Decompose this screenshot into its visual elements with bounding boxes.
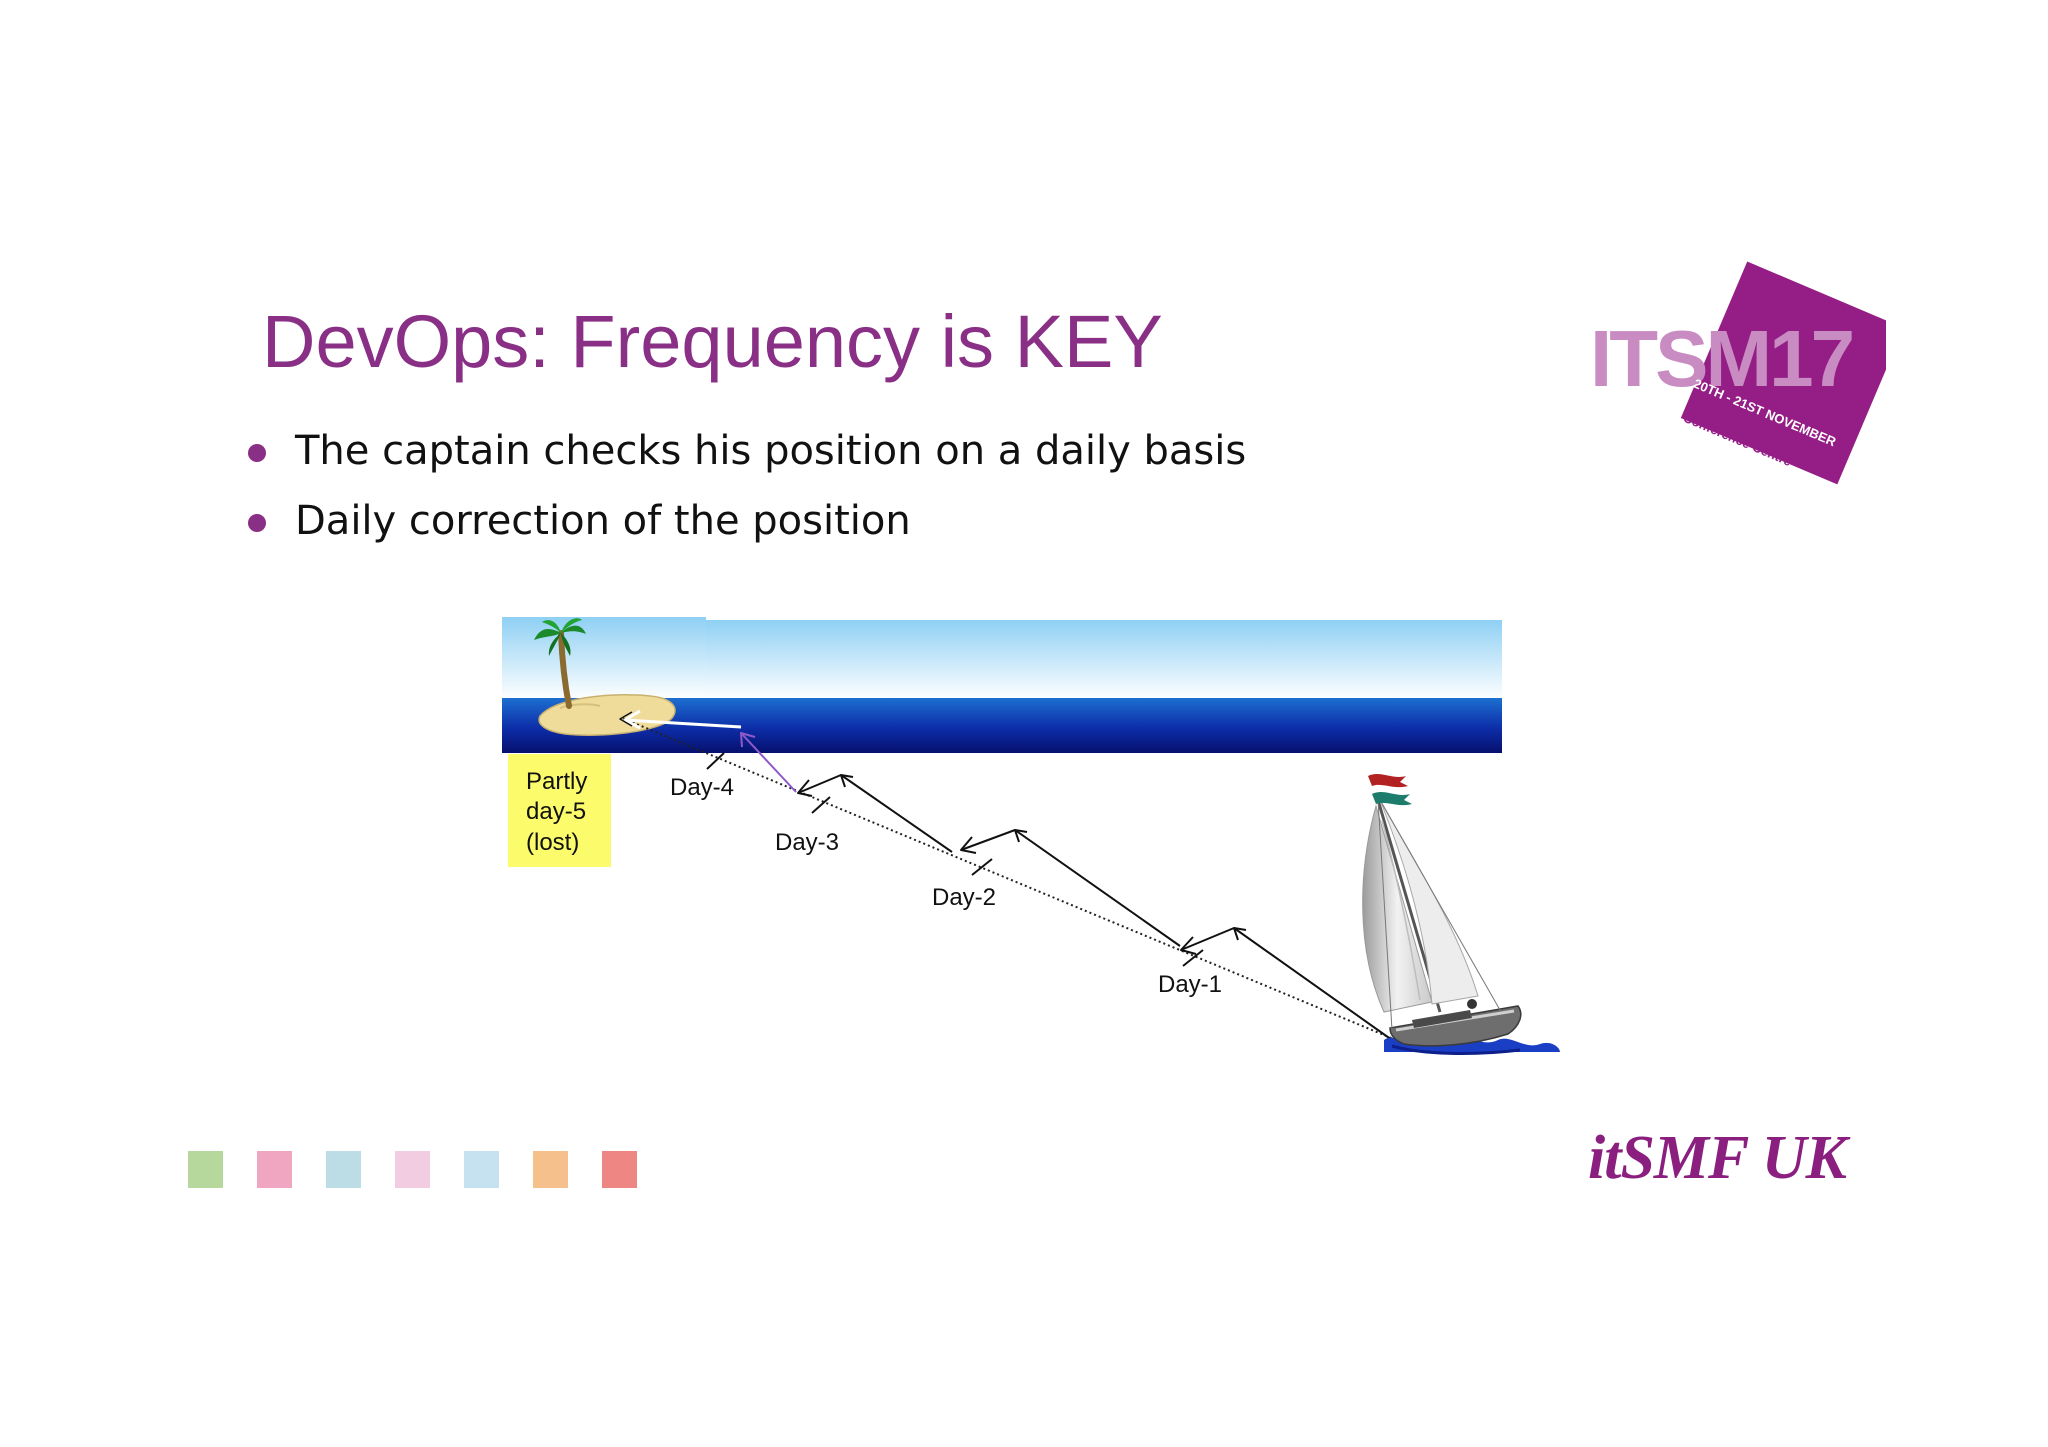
day-label: Day-1 (1158, 971, 1222, 998)
horizon-banner (502, 617, 1502, 753)
sailboat-icon (1363, 774, 1560, 1053)
itsmf-uk-logo: itSMF UK (1588, 1118, 1846, 1198)
color-square (188, 1151, 223, 1188)
color-square (602, 1151, 637, 1188)
color-square (257, 1151, 292, 1188)
day-label: Day-2 (932, 884, 996, 911)
note-line: day-5 (526, 798, 586, 825)
day-label: Day-4 (670, 774, 734, 801)
color-square (326, 1151, 361, 1188)
color-square (533, 1151, 568, 1188)
day-label: Day-3 (775, 829, 839, 856)
note-line: (lost) (526, 829, 579, 856)
flag-icon (1368, 774, 1408, 787)
note-line: Partly (526, 768, 587, 795)
planned-course-line (622, 718, 1396, 1040)
color-square (395, 1151, 430, 1188)
itsm17-logo: ITSM17 20TH - 21ST NOVEMBER Manchester C… (1586, 254, 1886, 514)
sky-band (706, 620, 1502, 700)
partly-day-5-note: Partly day-5 (lost) (508, 754, 611, 867)
color-square (464, 1151, 499, 1188)
flag-icon (1372, 792, 1412, 805)
sky-band-left (502, 617, 706, 700)
